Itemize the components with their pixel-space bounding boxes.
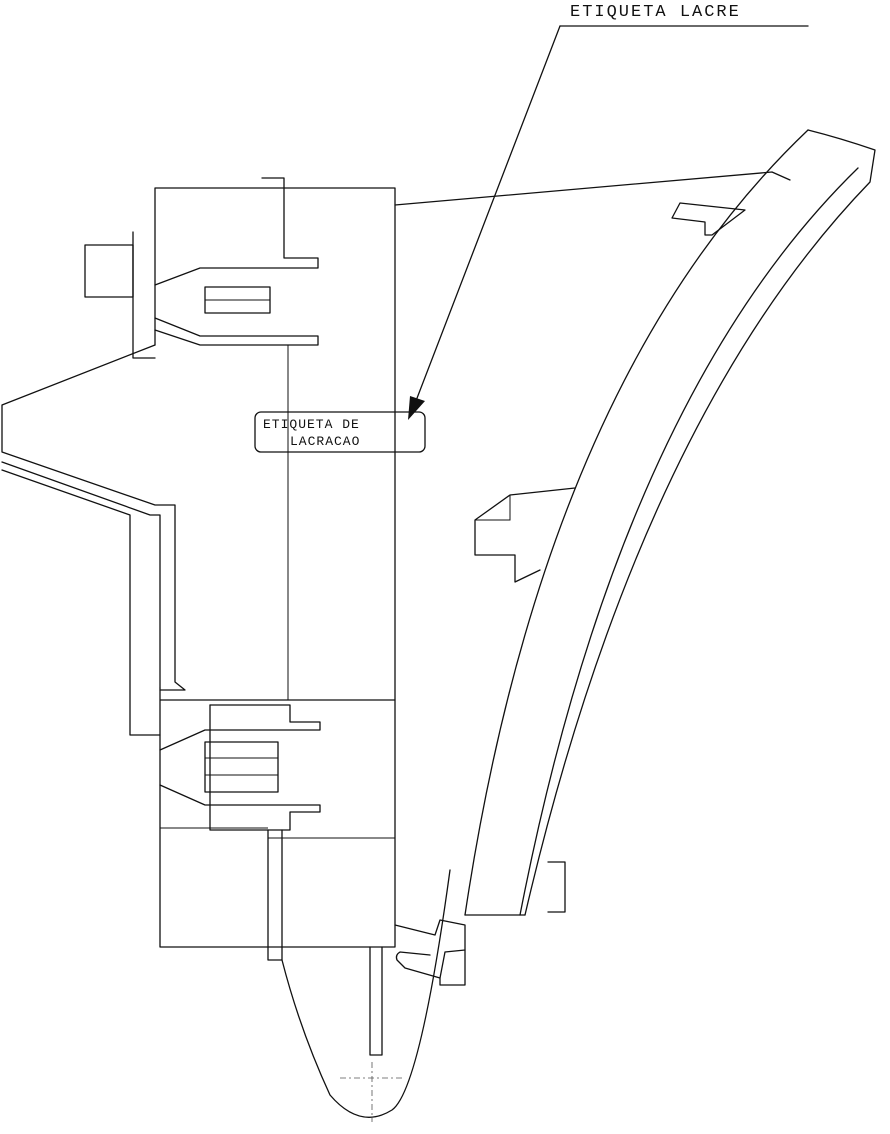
upper-block-outline (154, 187, 396, 701)
leader-arrowhead (408, 396, 425, 420)
lower-clip-slot (204, 741, 279, 793)
bottom-socket (281, 869, 451, 1122)
upper-clip (154, 177, 319, 286)
lower-block-outline (159, 687, 396, 948)
base-connector (394, 919, 466, 979)
upper-clip-lower (154, 317, 319, 346)
lens-tab-middle-inner (475, 495, 511, 521)
upper-bracket-arm (132, 231, 156, 359)
left-nose-inner (1, 461, 161, 689)
callout: ETIQUETA LACRE (408, 3, 809, 420)
lens-cover (394, 129, 876, 986)
lower-stem (267, 829, 283, 961)
left-nose (1, 344, 186, 691)
lens-edge-1 (464, 129, 809, 916)
lens-tab-top (671, 202, 746, 236)
socket-pin (369, 946, 383, 1056)
upper-clip-slot (204, 286, 271, 314)
left-nose-lower (1, 469, 161, 736)
upper-bracket (84, 244, 134, 298)
seal-tag-line2: LACRACAO (290, 434, 360, 449)
base-foot (439, 949, 466, 986)
lower-clip-lower (159, 704, 321, 831)
seal-tag-line1: ETIQUETA DE (263, 417, 360, 432)
seal-tag-box (254, 411, 426, 453)
leader-line (413, 25, 561, 407)
lens-tab-middle (474, 487, 576, 583)
lens-edge-2 (519, 167, 859, 916)
lens-top-line (394, 171, 791, 206)
lower-clip (159, 704, 321, 751)
lens-tab-lower (547, 861, 566, 913)
seal-tag: ETIQUETA DE LACRACAO (254, 411, 426, 453)
housing-body (1, 177, 396, 961)
socket-outline (281, 869, 451, 1118)
callout-label: ETIQUETA LACRE (570, 3, 741, 22)
lens-outer (524, 129, 876, 916)
